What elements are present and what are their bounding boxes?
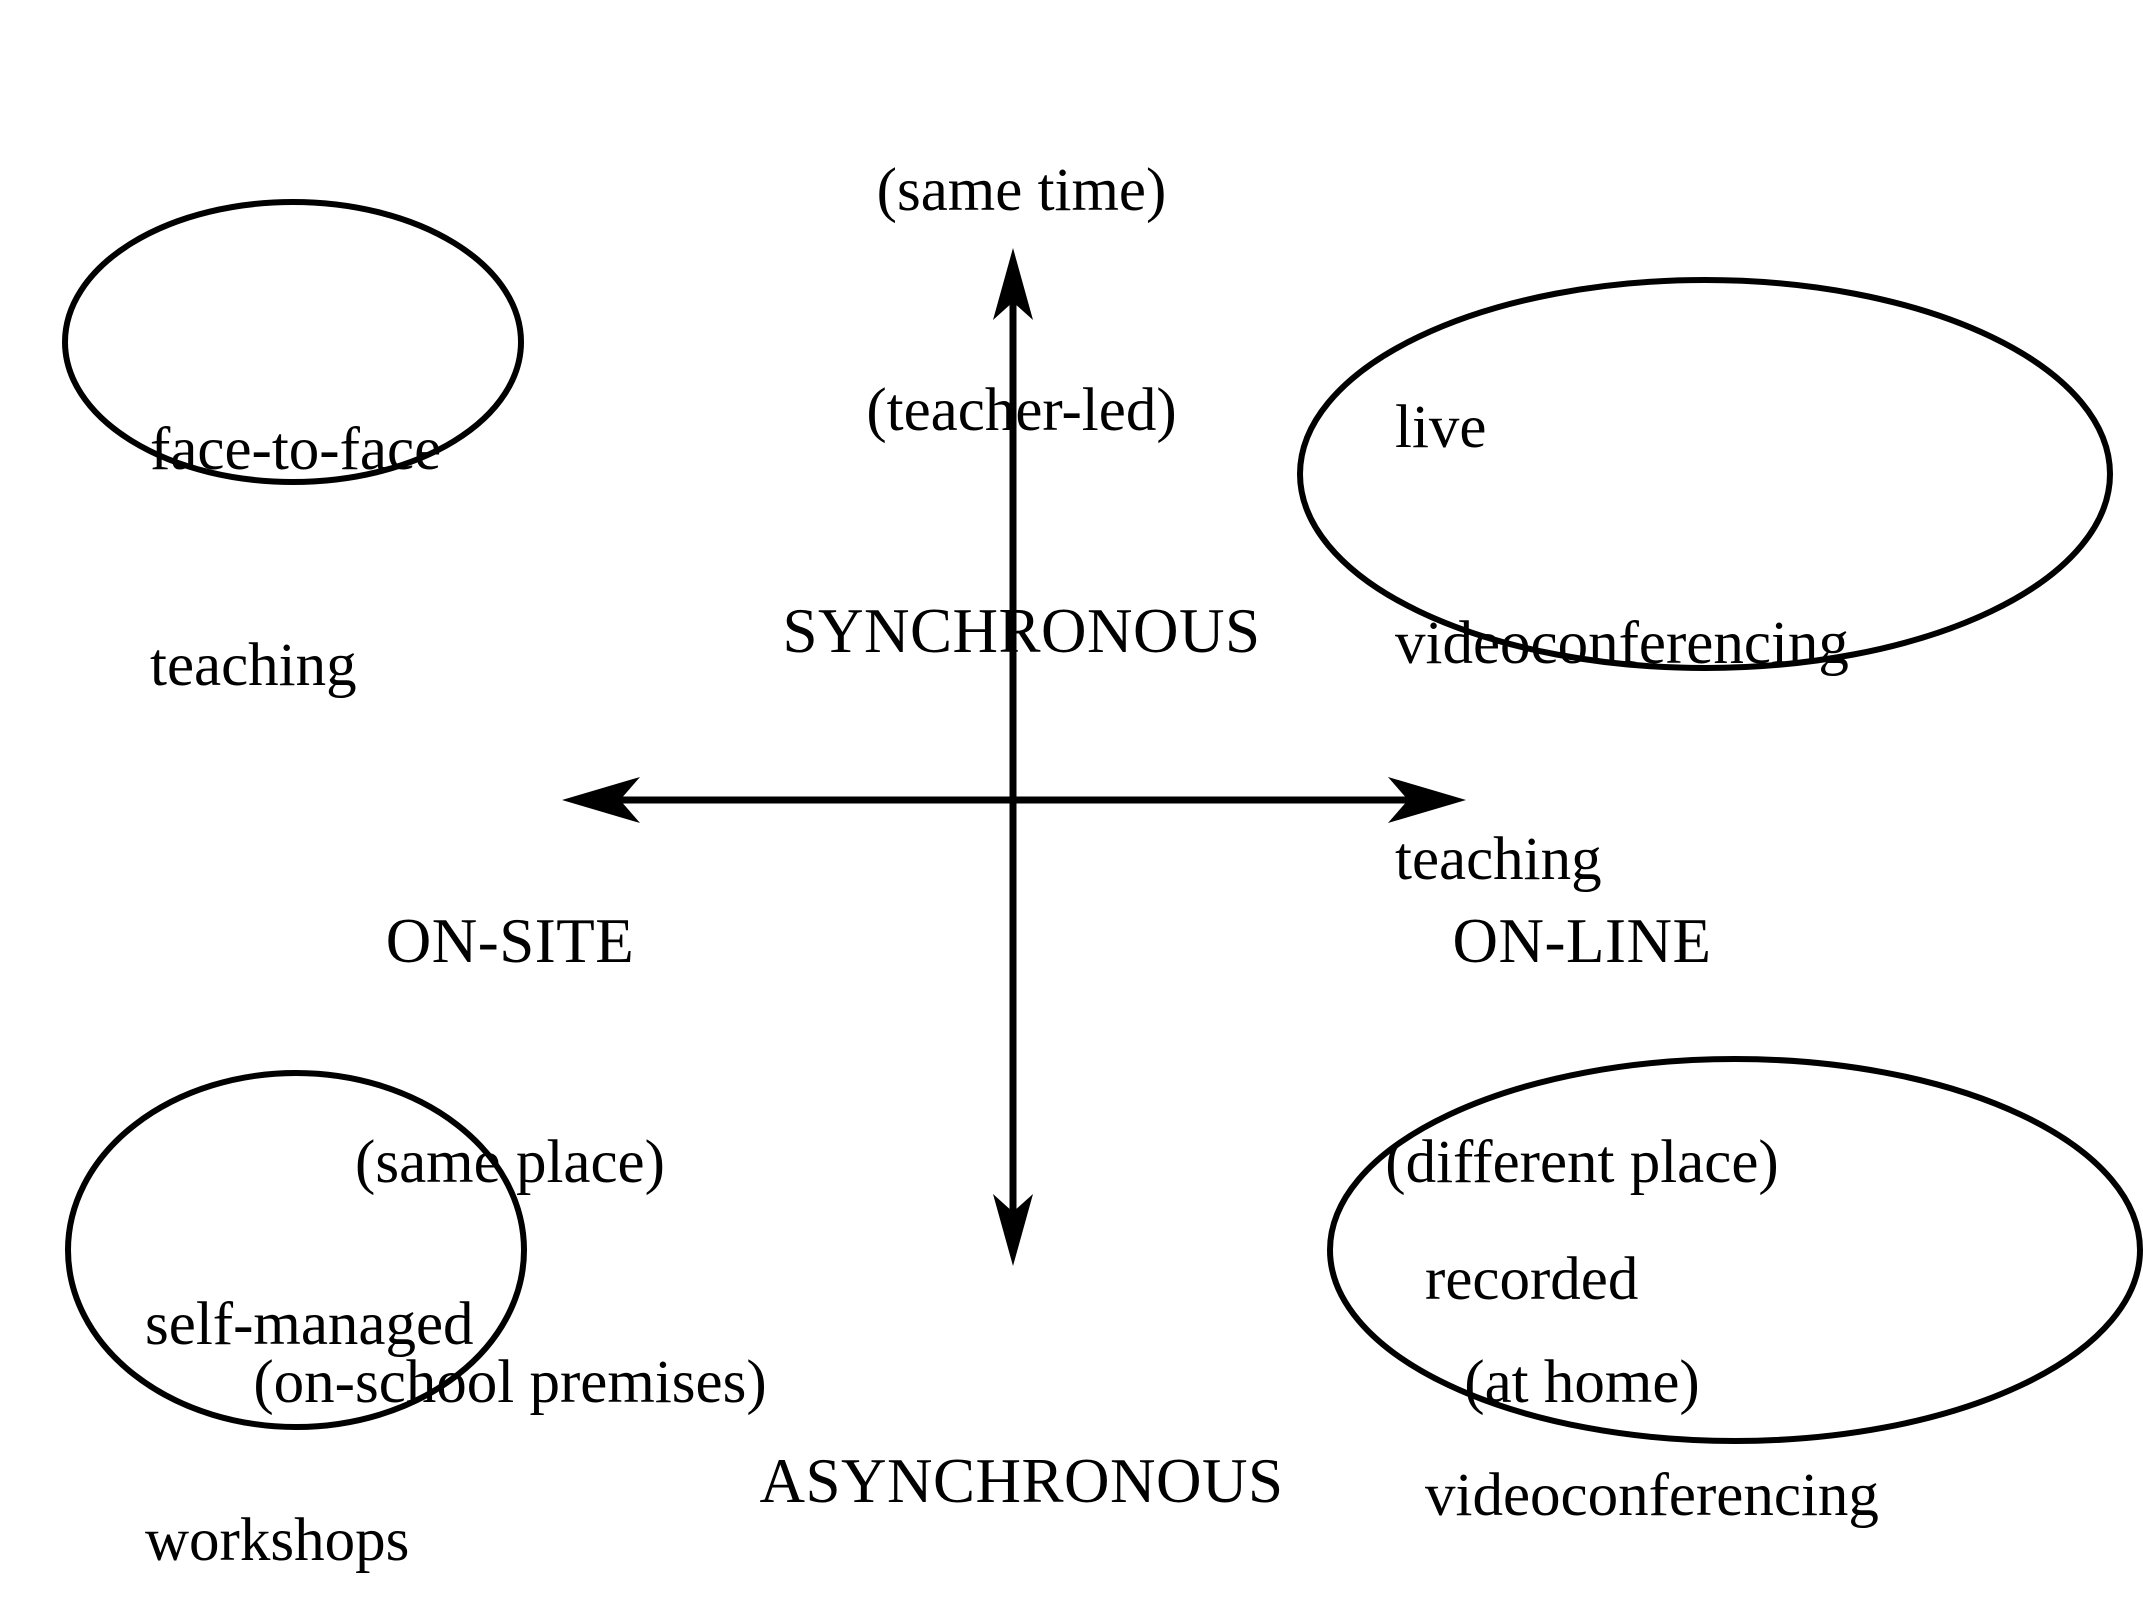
on-line-note-at-home: (at home) [1464,1348,1700,1416]
asynchronous-label: ASYNCHRONOUS [759,1446,1284,1517]
on-site-label: ON-SITE [385,906,635,977]
quadrant-label-line: recorded [1425,1245,1639,1313]
quadrant-label-line: self-managed [145,1290,474,1358]
vertical-axis-top-group: (same time) (teacher-led) SYNCHRONOUS [0,8,2043,815]
quadrant-label-bottom-left: self-managed workshops [145,1145,665,1623]
horizontal-axis-left-group: ON-SITE (same place) (on-school premises… [0,758,1020,1565]
on-site-note-on-school-premises: (on-school premises) [253,1348,767,1416]
quadrant-label-line: teaching [1395,825,1602,893]
synchronous-note-teacher-led: (teacher-led) [866,376,1177,444]
quadrant-label-line: videoconferencing [1395,609,1849,677]
quadrant-label-top-right: live videoconferencing teaching [1395,248,2095,1040]
on-site-note-same-place: (same place) [355,1129,665,1197]
quadrant-label-bottom-right: recorded videoconferencing teaching [1425,1100,2125,1623]
synchronous-note-same-time: (same time) [876,157,1167,225]
vertical-axis-bottom-group: ASYNCHRONOUS (different time) (self-pace… [0,1298,2043,1623]
quadrant-label-top-left: face-to-face teaching [150,270,670,846]
quadrant-label-line: workshops [145,1506,410,1574]
quadrant-label-line: live [1395,393,1487,461]
quadrant-label-line: face-to-face [150,415,442,483]
horizontal-axis-right-group: ON-LINE (different place) (at home) [1082,758,2082,1565]
quadrant-label-line: teaching [150,631,357,699]
quadrant-label-line: videoconferencing [1425,1461,1879,1529]
on-line-note-different-place: (different place) [1385,1129,1779,1197]
synchronous-label: SYNCHRONOUS [782,595,1261,666]
on-line-label: ON-LINE [1452,906,1712,977]
